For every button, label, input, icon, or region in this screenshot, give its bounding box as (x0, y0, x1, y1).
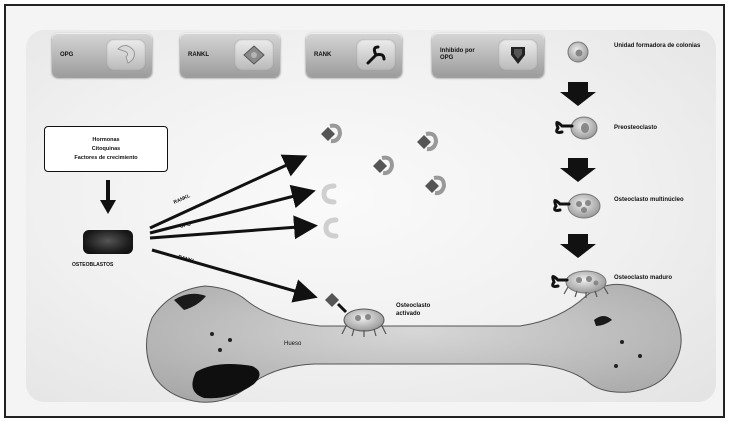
activated-osteoclast-label: Osteoclasto activado (396, 302, 444, 318)
opg-rankl-complex-1 (321, 126, 340, 141)
opg-molecule-2 (326, 220, 336, 236)
multinucleated-osteoclast-cell (555, 194, 600, 218)
opg-rankl-complex-2 (417, 134, 436, 149)
opg-rankl-complex-4 (425, 178, 444, 193)
bone-spot (228, 338, 232, 342)
lineage-arrow-2 (560, 158, 596, 182)
bone-spot (620, 340, 624, 344)
hormones-to-osteoblast-arrow (100, 180, 116, 214)
bound-rankl-complex (325, 293, 346, 312)
arrow-rankl-top (150, 158, 302, 228)
bone-spot (210, 332, 214, 336)
bone-spot (614, 364, 618, 368)
lineage-label-mature: Osteoclasto maduro (614, 274, 674, 282)
cfu-cell (568, 42, 588, 62)
lineage-label-cfu: Unidad formadora de colonias (614, 42, 706, 50)
bone-spot (218, 348, 222, 352)
bone-spot (638, 354, 642, 358)
arrow-rankl-bottom (152, 250, 312, 296)
bone-label: Hueso (284, 340, 301, 348)
opg-rankl-complex-3 (373, 158, 392, 173)
opg-molecule-1 (324, 186, 334, 202)
lineage-label-preosteoclast: Preosteoclasto (614, 124, 706, 132)
lineage-arrow-3 (560, 234, 596, 258)
lineage-arrow-1 (560, 82, 596, 106)
preosteoclast-cell (557, 117, 597, 139)
lineage-label-multinucleated: Osteoclasto multinúcleo (614, 196, 684, 204)
bone-dark-region-left (192, 364, 259, 398)
